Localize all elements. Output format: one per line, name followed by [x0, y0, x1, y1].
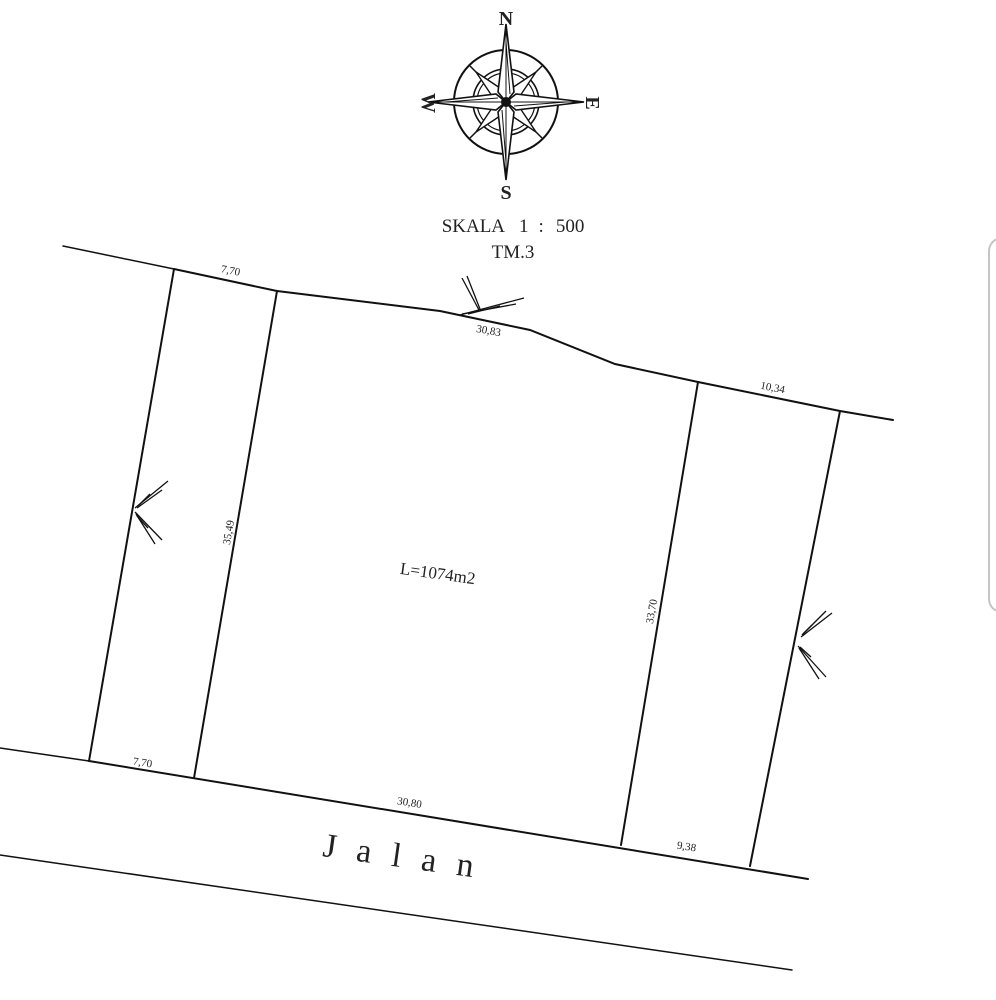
scale-subtitle: TM.3	[492, 242, 535, 263]
dimension-left-depth: 35,49	[221, 519, 237, 546]
arrow-left-icon	[134, 480, 169, 545]
parcel-boundaries	[0, 245, 894, 971]
compass-north-label: N	[499, 8, 514, 30]
dimension-top-right: 10,34	[759, 380, 786, 397]
dimension-bottom-left: 7,70	[132, 756, 153, 771]
compass-west-label: W	[417, 93, 439, 113]
compass-south-label: S	[500, 182, 511, 204]
road-name-label: J a l a n	[321, 827, 482, 886]
dimension-top-left: 7,70	[220, 263, 242, 279]
compass-rose-icon	[427, 23, 585, 181]
boundary-arrow-icons	[134, 275, 833, 680]
parcel-area-label: L=1074m2	[399, 559, 477, 588]
dimension-bottom-right: 9,38	[676, 840, 697, 855]
side-panel-handle[interactable]	[988, 237, 996, 613]
dimension-top-middle: 30,83	[475, 323, 502, 339]
dimension-bottom-middle: 30,80	[396, 795, 423, 811]
dimension-right-depth: 33,70	[644, 598, 660, 625]
arrow-right-icon	[797, 610, 833, 680]
arrow-top-icon	[459, 275, 525, 316]
compass-east-label: E	[581, 96, 603, 109]
